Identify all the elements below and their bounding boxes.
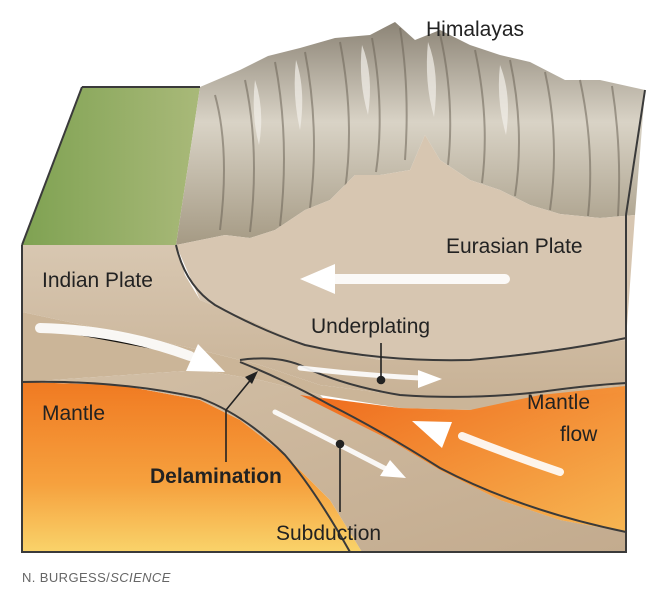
indian-plate-label: Indian Plate <box>42 269 153 292</box>
top-surface <box>22 22 645 245</box>
arrow-left-icon <box>300 264 510 294</box>
leader-lines <box>225 343 386 512</box>
flow-arrows <box>35 264 564 478</box>
image-credit: N. BURGESS/SCIENCE <box>22 570 171 585</box>
eurasian-crust <box>176 135 635 360</box>
snow-highlights <box>253 42 508 145</box>
eurasian-lower-crust <box>300 392 626 532</box>
ridge-lines <box>214 27 621 233</box>
mantle-left <box>22 382 362 552</box>
mountain-range <box>176 22 645 245</box>
arrow-up-left-icon <box>412 421 564 476</box>
delamination-label: Delamination <box>150 465 282 488</box>
arrow-right-icon <box>35 323 225 372</box>
underplating-label: Underplating <box>311 315 430 338</box>
mantle-label: Mantle <box>42 402 105 425</box>
eurasian-plate-label: Eurasian Plate <box>446 235 583 258</box>
subduction-label: Subduction <box>276 522 381 545</box>
mantle-flow-label-line2: flow <box>560 423 598 446</box>
subducting-slab <box>22 370 626 552</box>
arrow-right-icon <box>297 365 442 388</box>
credit-source: SCIENCE <box>110 570 171 585</box>
arrow-down-right-icon <box>272 409 406 478</box>
credit-author: N. BURGESS/ <box>22 570 111 585</box>
indian-plains <box>22 87 200 245</box>
mantle-flow-label-line1: Mantle <box>527 391 590 414</box>
boundary-lines <box>21 86 646 553</box>
himalayas-label: Himalayas <box>426 18 524 41</box>
